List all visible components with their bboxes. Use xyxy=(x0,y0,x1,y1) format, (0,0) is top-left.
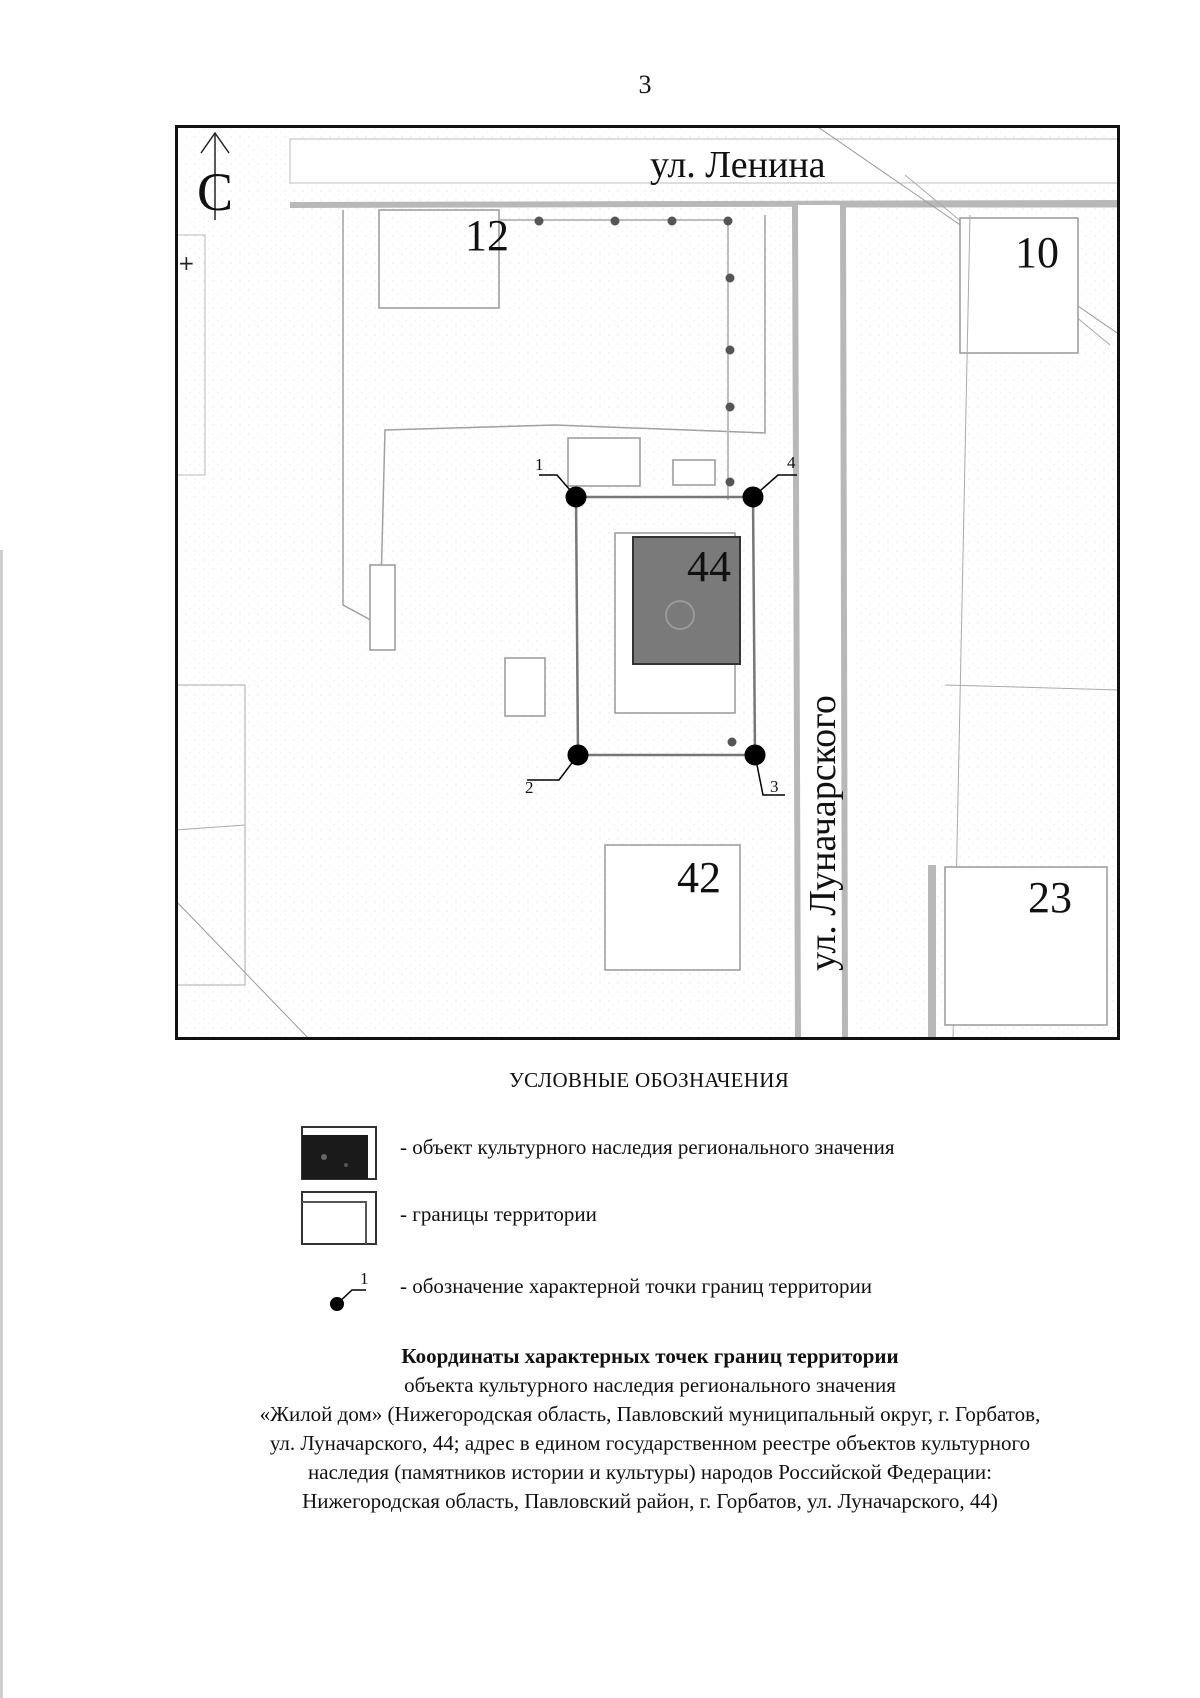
legend-title: УСЛОВНЫЕ ОБОЗНАЧЕНИЯ xyxy=(508,1068,790,1092)
caption-line: наследия (памятников истории и культуры)… xyxy=(308,1460,992,1484)
outbuilding-c xyxy=(369,564,396,651)
caption-line: ул. Луначарского, 44; адрес в едином гос… xyxy=(269,1431,1031,1455)
boundary-point-label-4: 4 xyxy=(787,453,796,472)
boundary-point-3 xyxy=(744,744,785,796)
north-arrow-icon xyxy=(200,131,230,220)
plot-label-12: 12 xyxy=(465,211,509,260)
territory-boundary-swatch xyxy=(301,1191,377,1245)
street-label-lenina: ул. Ленина xyxy=(650,144,826,186)
plot-label-44: 44 xyxy=(687,542,731,591)
caption-line: Нижегородская область, Павловский район,… xyxy=(302,1489,998,1513)
east-parcel-line xyxy=(944,684,1120,691)
lenina-street-strip xyxy=(289,138,1120,184)
scan-edge xyxy=(0,550,3,1698)
boundary-point-label-3: 3 xyxy=(770,777,779,796)
north-label: С xyxy=(197,162,233,222)
boundary-point-2 xyxy=(527,744,589,781)
boundary-point-label-1: 1 xyxy=(535,455,544,474)
heritage-object xyxy=(632,536,741,665)
plot-10-building xyxy=(959,217,1079,354)
plot-42-building xyxy=(604,844,741,971)
legend-label-heritage: - объект культурного наследия региональн… xyxy=(400,1135,895,1159)
map-frame xyxy=(175,125,1120,1040)
caption-line: объекта культурного наследия регионально… xyxy=(404,1373,896,1397)
plot-label-10: 10 xyxy=(1015,228,1059,277)
page-number: 3 xyxy=(638,70,652,99)
legend-label-boundary: - границы территории xyxy=(400,1202,597,1226)
coordinates-caption: Координаты характерных точек границ терр… xyxy=(150,1342,1150,1516)
outbuilding-a xyxy=(567,437,641,487)
plot-label-23: 23 xyxy=(1028,873,1072,922)
lunacharskogo-edge-right xyxy=(840,204,848,1040)
lunacharskogo-edge-left xyxy=(792,204,801,1040)
outbuilding-d xyxy=(504,657,546,717)
heritage-object-swatch xyxy=(301,1126,377,1180)
legend-label-point: - обозначение характерной точки границ т… xyxy=(400,1274,873,1298)
west-parcel-line xyxy=(175,824,246,831)
plot-23-building xyxy=(944,866,1108,1026)
caption-line: «Жилой дом» (Нижегородская область, Павл… xyxy=(259,1402,1041,1426)
plot-12-parcel xyxy=(342,210,766,627)
street-label-lunacharskogo: ул. Луначарского xyxy=(802,695,844,971)
left-margin-mark: + xyxy=(178,251,195,275)
caption-title: Координаты характерных точек границ терр… xyxy=(401,1344,899,1368)
west-parcel xyxy=(175,684,246,986)
protection-zone-markers xyxy=(534,216,737,747)
plot-12-building xyxy=(378,209,500,309)
outbuilding-b xyxy=(672,459,716,486)
heritage-object-texture xyxy=(665,600,695,630)
legend-point-number: 1 xyxy=(360,1269,369,1288)
boundary-point-1 xyxy=(539,474,587,508)
site-plan-map: + 1 4 2 3 12 10 44 42 23 ул. Ленина ул. … xyxy=(175,125,1120,1040)
diagonal-line-sw xyxy=(175,899,311,1040)
boundary-point-4 xyxy=(742,474,797,508)
plot-label-42: 42 xyxy=(677,853,721,902)
boundary-point-swatch: 1 xyxy=(330,1269,369,1311)
left-margin-box xyxy=(175,234,206,476)
boundary-point-label-2: 2 xyxy=(525,778,534,797)
